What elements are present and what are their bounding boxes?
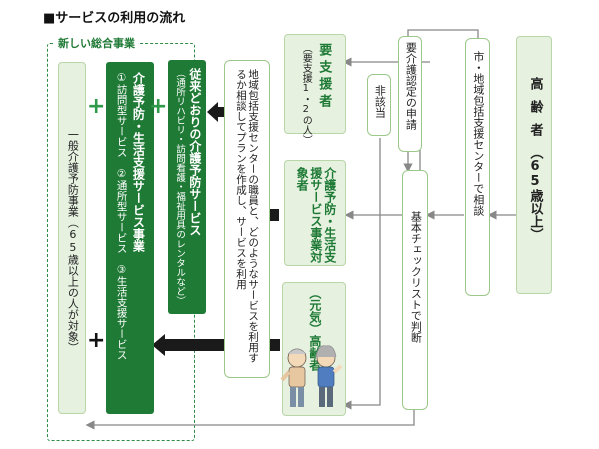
dark-arrow-to-seikatsu (152, 334, 165, 356)
group-label: 新しい総合事業 (55, 35, 138, 51)
plus-icon: + (149, 94, 168, 119)
dark-arrow-shaft-to-plan (267, 209, 279, 221)
plus-icon: + (87, 328, 106, 353)
node-jurai-service: 従来どおりの介護予防サービス （通所リハビリ・訪問看護・福祉用具のレンタルなど） (168, 60, 206, 314)
line-center-top (407, 29, 479, 40)
node-kihon-check: 基本チェックリストで判断 (402, 170, 428, 410)
node-yoshien: 要支援者 （要支援1・2の人） (284, 34, 346, 145)
line-higaito-down (342, 138, 381, 410)
node-seikatsu-shien: 介護予防・生活支援サービス事業 ①訪問型サービス ②通所型サービス ③生活支援サ… (106, 62, 154, 414)
node-higaito: 非該当 (367, 74, 391, 136)
node-genki-koreisha: （元気）高齢者 (282, 282, 346, 416)
node-jigyo-taishosha: 介護予防・生活支援サービス事業対象者 (284, 160, 346, 266)
diagram-title: ■サービスの利用の流れ (43, 11, 186, 26)
node-yokaigo-shinsei: 要介護認定の申請 (398, 36, 422, 152)
dark-arrow-shaft-to-jurai (217, 107, 225, 117)
plus-icon: + (87, 94, 106, 119)
node-koreisha: 高齢者（65歳以上） (516, 36, 552, 294)
node-center-soudan: 市・地域包括支援センターで相談 (465, 38, 490, 296)
node-plan-text: 地域包括支援センターの職員と、どのようなサービスを利用するか相談してプランを作成… (224, 60, 270, 378)
dark-arrow-to-jurai (207, 102, 218, 122)
arrow-to-ippan (85, 410, 415, 430)
node-ippan: 一般介護予防事業（65歳以上の人が対象） (58, 62, 86, 414)
